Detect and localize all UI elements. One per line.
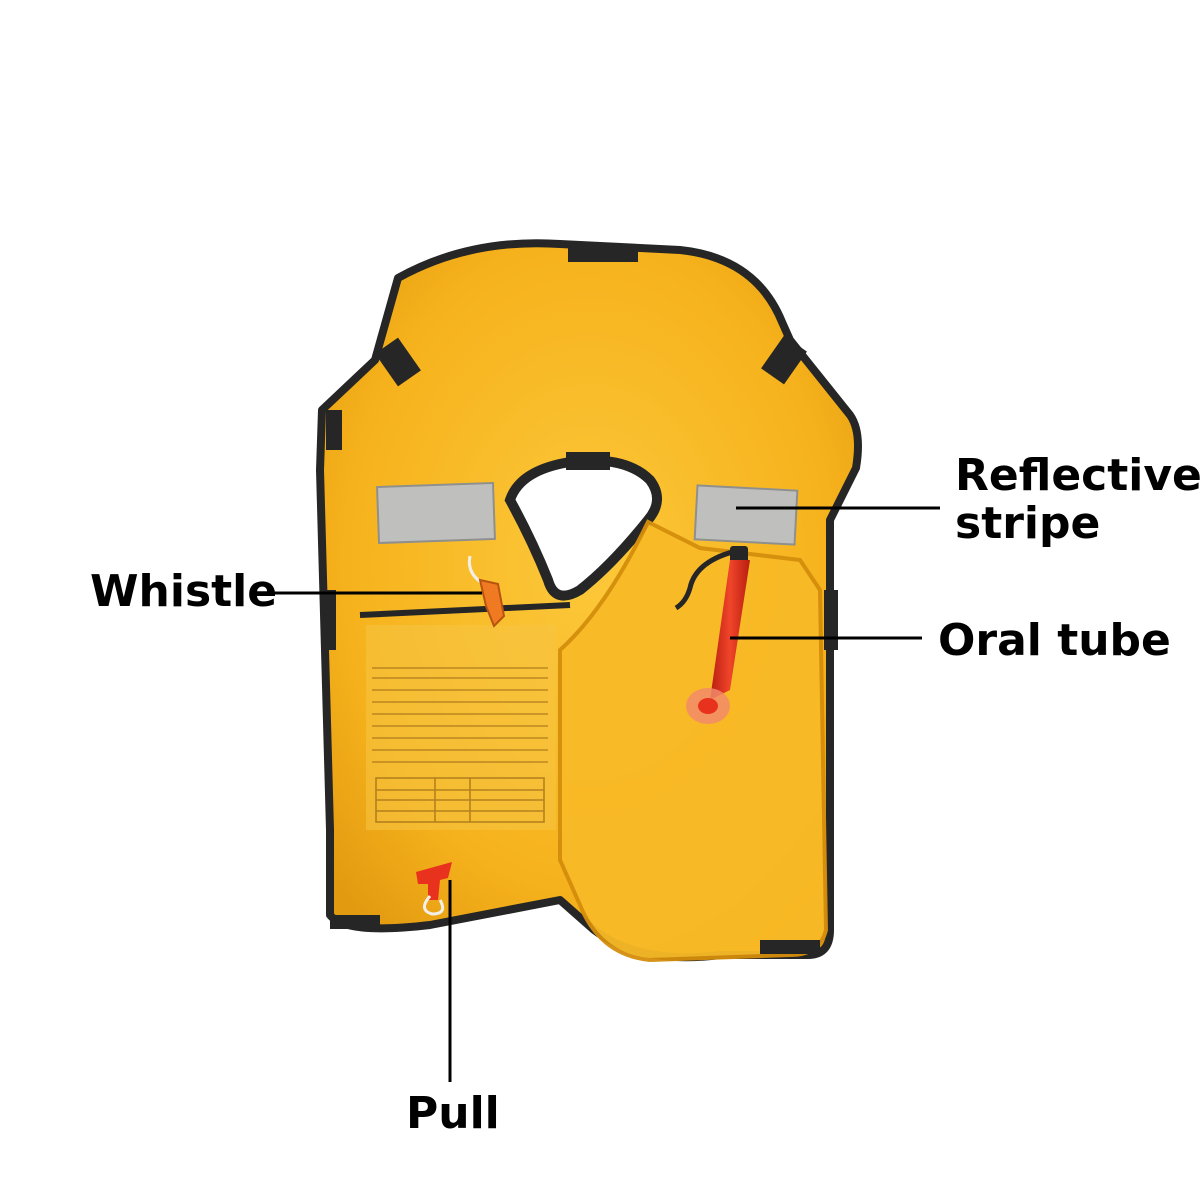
- whistle-label: Whistle: [90, 566, 278, 617]
- whistle-icon: [467, 555, 506, 628]
- instruction-label: [366, 625, 556, 830]
- reflective-label-line2: stripe: [955, 497, 1101, 549]
- reflective-stripe-label: Reflective stripe: [955, 452, 1200, 547]
- front-flap: [558, 519, 829, 963]
- oral-tube-label: Oral tube: [938, 615, 1171, 666]
- reflective-stripe-left: [376, 481, 496, 545]
- pocket-seam: [359, 602, 571, 618]
- pull-handle-icon: [416, 862, 452, 916]
- neck-strap: [566, 452, 610, 470]
- reflective-label-line1: Reflective: [955, 450, 1200, 501]
- reflective-stripe-right: [693, 484, 799, 546]
- callout-lines: [273, 506, 940, 1082]
- vest-body: [316, 239, 862, 963]
- pull-label: Pull: [406, 1088, 500, 1139]
- oral-tube-icon: [674, 546, 750, 724]
